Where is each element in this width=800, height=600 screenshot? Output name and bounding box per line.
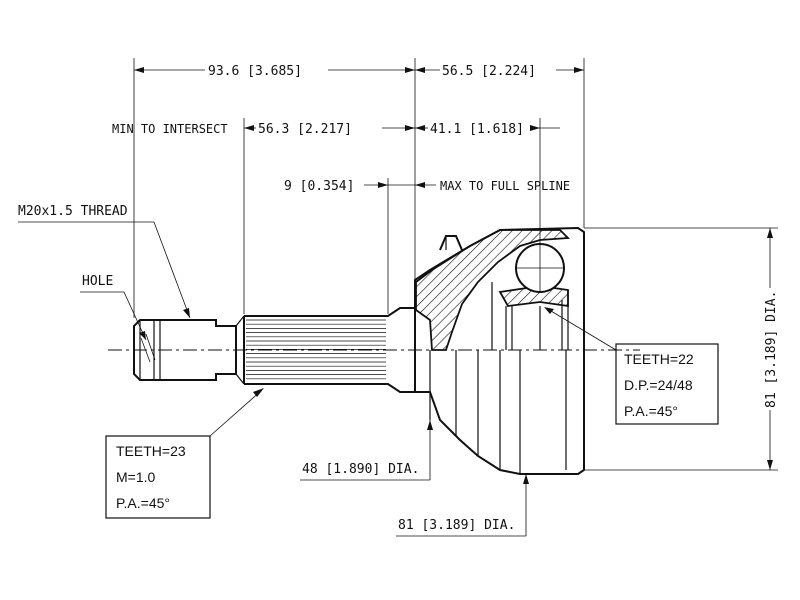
shaft-spline-spec: TEETH=23 M=1.0 P.A.=45° xyxy=(105,388,264,519)
overall-length-label: 93.6 [3.685] xyxy=(208,64,302,79)
joint-length-label: 56.5 [2.224] xyxy=(442,64,536,79)
outer-dia-label: 81 [3.189] DIA. xyxy=(398,518,515,533)
inner-diametral-pitch: D.P.=24/48 xyxy=(624,377,693,393)
hole-callout: HOLE xyxy=(80,274,147,341)
inner-pressure-angle: P.A.=45° xyxy=(624,403,678,419)
outer-dia-callout: 81 [3.189] DIA. xyxy=(396,474,529,537)
hole-label: HOLE xyxy=(82,274,113,289)
vertical-dia-label: 81 [3.189] DIA. xyxy=(764,291,779,408)
dim-spline: 9 [0.354] MAX TO FULL SPLINE xyxy=(284,179,570,194)
vertical-dia-dimension: 81 [3.189] DIA. xyxy=(764,228,779,470)
dim-overall: 93.6 [3.685] xyxy=(134,64,415,79)
extension-lines xyxy=(133,58,778,471)
spline-offset-value: 9 [0.354] xyxy=(284,179,354,194)
dim-min-intersect: MIN TO INTERSECT 56.3 [2.217] xyxy=(112,122,415,137)
dim-joint: 56.5 [2.224] xyxy=(415,64,584,79)
max-to-full-spline-label: MAX TO FULL SPLINE xyxy=(440,179,570,193)
splined-shaft xyxy=(243,307,415,393)
outer-housing xyxy=(414,226,585,475)
min-to-intersect-value: 56.3 [2.217] xyxy=(258,122,352,137)
thread-label: M20x1.5 THREAD xyxy=(18,204,128,219)
inner-spline-spec: TEETH=22 D.P.=24/48 P.A.=45° xyxy=(544,307,719,425)
dim-right-offset: 41.1 [1.618] xyxy=(415,122,560,137)
shaft-module: M=1.0 xyxy=(116,469,156,485)
shaft-teeth: TEETH=23 xyxy=(116,443,186,459)
thread-callout: M20x1.5 THREAD xyxy=(18,204,191,319)
inner-dia-callout: 48 [1.890] DIA. xyxy=(300,420,433,481)
right-offset-value: 41.1 [1.618] xyxy=(430,122,524,137)
inner-teeth: TEETH=22 xyxy=(624,351,694,367)
min-to-intersect-label: MIN TO INTERSECT xyxy=(112,122,228,136)
shaft-pressure-angle: P.A.=45° xyxy=(116,495,170,511)
threaded-stub xyxy=(133,315,245,385)
inner-dia-label: 48 [1.890] DIA. xyxy=(302,462,419,477)
